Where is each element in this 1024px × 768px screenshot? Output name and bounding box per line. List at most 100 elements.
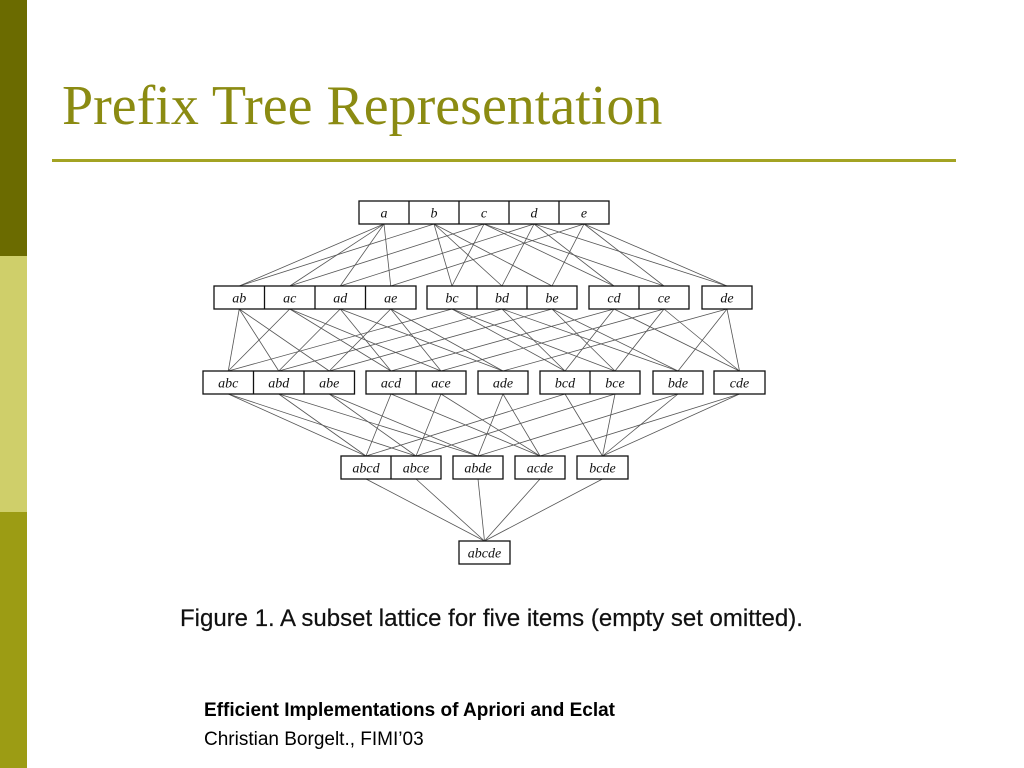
lattice-node-ab: ab — [232, 292, 246, 307]
lattice-node-ad: ad — [333, 292, 348, 307]
lattice-edge-e-ae — [390, 223, 585, 287]
lattice-node-be: be — [545, 292, 558, 307]
lattice-edge-cde-acde — [539, 393, 740, 457]
lattice-node-bcd: bcd — [555, 377, 576, 392]
lattice-node-ae: ae — [384, 292, 397, 307]
lattice-node-box — [514, 455, 566, 480]
lattice-node-box — [713, 370, 766, 395]
lattice-edge-bce-bcde — [602, 393, 616, 457]
lattice-node-group: abc abd abe — [202, 370, 356, 395]
lattice-edge-be-bce — [551, 308, 616, 372]
lattice-node-bde: bde — [668, 377, 688, 392]
lattice-edge-ae-ade — [390, 308, 504, 372]
lattice-node-bd: bd — [495, 292, 510, 307]
lattice-node-abce: abce — [403, 462, 429, 477]
lattice-edge-a-ab — [239, 223, 385, 287]
lattice-node-bce: bce — [605, 377, 624, 392]
lattice-edge-b-bc — [433, 223, 453, 287]
lattice-edge-ad-ade — [340, 308, 504, 372]
lattice-edge-bcd-bcde — [564, 393, 603, 457]
lattice-node-acd: acd — [381, 377, 402, 392]
lattice-edge-ae-abe — [328, 308, 392, 372]
lattice-node-group: bcde — [576, 455, 629, 480]
lattice-edge-a-ad — [339, 223, 385, 287]
lattice-edge-cd-bcd — [564, 308, 615, 372]
figure-caption: Figure 1. A subset lattice for five item… — [180, 605, 803, 632]
lattice-edge-bd-abd — [278, 308, 503, 372]
lattice-node-abd: abd — [268, 377, 290, 392]
lattice-edge-c-bc — [451, 223, 485, 287]
lattice-node-group: bcd bce — [539, 370, 641, 395]
lattice-edge-d-ad — [340, 223, 535, 287]
lattice-edge-c-cd — [483, 223, 615, 287]
side-bar-bottom — [0, 512, 27, 768]
lattice-edge-ab-abe — [239, 308, 330, 372]
lattice-edge-acde-abcde — [484, 478, 541, 542]
lattice-edge-cd-acd — [390, 308, 615, 372]
lattice-edge-ce-bce — [614, 308, 665, 372]
lattice-node-b: b — [431, 207, 438, 222]
lattice-node-ade: ade — [493, 377, 513, 392]
side-bar-top — [0, 0, 27, 256]
lattice-node-group: acde — [514, 455, 566, 480]
lattice-node-e: e — [581, 207, 587, 222]
lattice-node-group: ade — [477, 370, 529, 395]
lattice-edge-ce-cde — [663, 308, 740, 372]
lattice-edge-d-cd — [533, 223, 615, 287]
lattice-edge-e-ce — [583, 223, 665, 287]
lattice-edge-ce-ace — [440, 308, 665, 372]
lattice-node-group: acd ace — [365, 370, 467, 395]
lattice-edge-ade-acde — [502, 393, 541, 457]
lattice-edge-bd-bcd — [501, 308, 566, 372]
lattice-node-c: c — [481, 207, 488, 222]
lattice-edge-d-de — [533, 223, 728, 287]
lattice-edge-bcd-abcd — [365, 393, 566, 457]
lattice-node-box — [358, 200, 610, 225]
lattice-node-group: cde — [713, 370, 766, 395]
slide-title: Prefix Tree Representation — [62, 75, 663, 137]
lattice-edge-abce-abcde — [415, 478, 485, 542]
lattice-node-box — [452, 455, 504, 480]
lattice-edge-b-ab — [239, 223, 435, 287]
lattice-node-cde: cde — [730, 377, 749, 392]
lattice-edge-de-ade — [502, 308, 728, 372]
lattice-node-group: a b c d e — [358, 200, 610, 225]
lattice-edge-e-de — [583, 223, 728, 287]
lattice-node-bcde: bcde — [589, 462, 615, 477]
lattice-edge-bde-abde — [477, 393, 679, 457]
lattice-node-box — [477, 370, 529, 395]
lattice-node-box — [576, 455, 629, 480]
lattice-edge-bce-abce — [415, 393, 616, 457]
lattice-node-a: a — [381, 207, 388, 222]
lattice-edge-abe-abce — [329, 393, 417, 457]
lattice-node-ace: ace — [431, 377, 450, 392]
lattice-node-box — [652, 370, 704, 395]
side-bar-middle — [0, 256, 27, 512]
lattice-node-abc: abc — [218, 377, 239, 392]
lattice-node-box — [458, 540, 511, 565]
lattice-node-group: abde — [452, 455, 504, 480]
lattice-node-abde: abde — [464, 462, 491, 477]
credit-title: Efficient Implementations of Apriori and… — [204, 700, 616, 721]
lattice-node-de: de — [720, 292, 733, 307]
lattice-edge-abde-abcde — [477, 478, 485, 542]
title-underline — [52, 159, 956, 162]
lattice-edge-abcd-abcde — [365, 478, 485, 542]
lattice-node-abe: abe — [319, 377, 339, 392]
lattice-edge-abe-abde — [329, 393, 479, 457]
lattice-edge-e-be — [551, 223, 585, 287]
credit-author: Christian Borgelt., FIMI’03 — [204, 729, 424, 750]
lattice-node-d: d — [531, 207, 539, 222]
lattice-node-group: de — [701, 285, 753, 310]
lattice-node-box — [426, 285, 578, 310]
lattice-edge-ac-abc — [227, 308, 291, 372]
lattice-node-cd: cd — [607, 292, 621, 307]
lattice-edge-cd-cde — [613, 308, 740, 372]
lattice-edge-b-be — [433, 223, 553, 287]
